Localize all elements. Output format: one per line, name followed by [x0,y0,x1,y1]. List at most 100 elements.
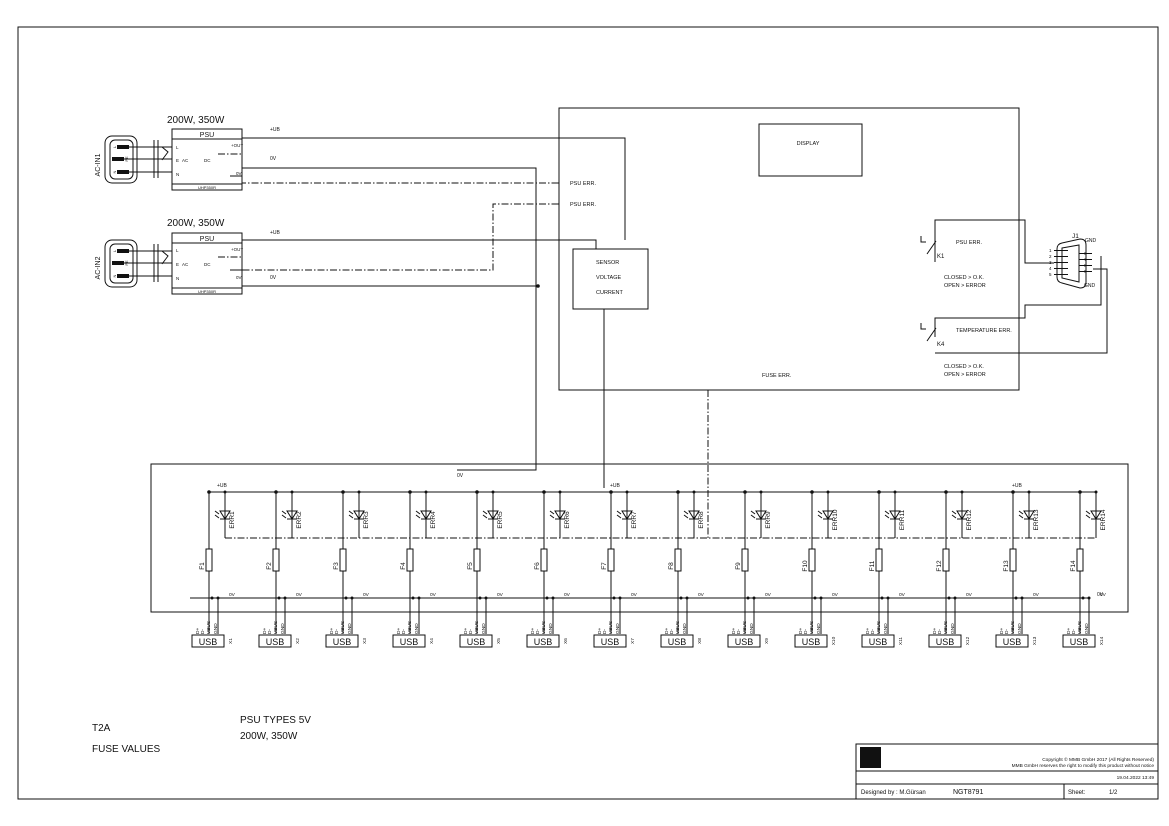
designer-text: Designed by : M.Gürsan [861,790,926,796]
relay-k4-label: TEMPERATURE ERR. [956,328,1012,334]
psu-err-2: PSU ERR. [570,202,596,208]
relay-k1-name: K1 [937,254,945,260]
psu1-inlet-pin-n: N [112,170,117,173]
sensor-line-3: CURRENT [596,290,624,296]
psu2-out-0v: 0V [236,275,242,280]
usb-pin-label: D- [937,629,943,634]
ground-label: 0V [363,592,370,598]
fuse-icon [540,548,548,572]
sheet-value: 1/2 [1109,790,1118,796]
port-label: X12 [965,636,971,645]
psu1-group: 200W, 350W PSU L E N AC DC +OUT 0V UHP35… [95,115,243,191]
fuse-label: F3 [333,562,340,570]
usb-pin-label: D- [267,629,273,634]
ground-label: 0V [1100,592,1107,598]
usb-pin-label: GND [682,623,688,634]
usb-pin-label: VBUS [876,621,882,634]
led-icon [487,510,499,520]
usb-pin-label: GND [347,623,353,634]
relay-k1-note1: CLOSED > O.K. [944,275,984,281]
usb-pin-label: GND [1084,623,1090,634]
fuse-label: F9 [735,562,742,570]
fuse-value: T2A [92,723,111,734]
usb-label: USB [400,637,419,647]
usb-pin-label: VBUS [809,621,815,634]
psu2-wire-0v: 0V [270,275,277,281]
psu1-wire-ub: +UB [270,127,281,133]
j1-pin-label: 4 [1049,266,1052,271]
fuse-label: F10 [802,560,809,572]
board-ub-right: +UB [1012,483,1023,489]
usb-port [191,634,225,648]
led-icon [822,510,834,520]
usb-label: USB [869,637,888,647]
led-icon [688,510,700,520]
psu1-title: PSU [200,132,214,139]
usb-port [995,634,1029,648]
port-label: X11 [898,637,904,646]
usb-pin-label: D- [870,629,876,634]
ground-label: 0V [296,592,303,598]
usb-label: USB [735,637,754,647]
fuse-icon [473,548,481,572]
port-label: X3 [362,638,368,644]
ground-label: 0V [631,592,638,598]
copyright-text: Copyright © MMB GmbH 2017 (All Rights Re… [1042,756,1154,763]
main-wiring: +UB 0V +UB 0V [218,127,626,471]
ground-label: 0V [497,592,504,598]
usb-pin-label: D+ [999,628,1005,634]
psu2-pin-l: L [176,248,179,253]
usb-pin-label: D- [1004,629,1010,634]
psu1-heading: 200W, 350W [167,115,225,126]
psu2-inlet-pin-n: N [112,274,117,277]
port-label: X14 [1099,636,1105,645]
led-icon [1090,510,1102,520]
err-label: ERR14 [1100,509,1107,530]
usb-port [526,634,560,648]
usb-label: USB [936,637,955,647]
j1-pin-label: 5 [1049,272,1052,277]
usb-pin-label: D+ [597,628,603,634]
psu2-pin-e: E [176,262,179,267]
psu-power: 200W, 350W [240,731,298,742]
j1-gnd-bottom: GND [1084,283,1096,289]
board-ub-mid: +UB [610,483,621,489]
usb-pin-label: VBUS [1077,621,1083,634]
psu2-dc: DC [204,262,211,267]
psu2-wire-ub: +UB [270,230,281,236]
sensor-box [572,248,649,310]
psu1-out-0v: 0V [236,171,242,176]
usb-label: USB [199,637,218,647]
psu1-model: UHP350R [198,185,216,190]
usb-pin-label: VBUS [340,621,346,634]
usb-label: USB [668,637,687,647]
port-label: X10 [831,636,837,645]
ground-label: 0V [430,592,437,598]
board-ub-left: +UB [217,483,228,489]
usb-pin-label: D- [669,629,675,634]
display-label: DISPLAY [797,141,820,147]
drawing-frame [17,26,1159,800]
relay-k1-label: PSU ERR. [956,240,982,246]
led-icon [286,510,298,520]
board-0v-label: 0V [457,473,464,479]
usb-pin-label: D+ [463,628,469,634]
usb-pin-label: D- [1071,629,1077,634]
ground-label: 0V [698,592,705,598]
led-icon [1023,510,1035,520]
usb-pin-label: GND [213,623,219,634]
sheet-label: Sheet: [1068,790,1086,796]
fuse-values-label: FUSE VALUES [92,744,160,755]
psu2-inlet-label: AC-IN2 [95,256,102,279]
usb-label: USB [802,637,821,647]
